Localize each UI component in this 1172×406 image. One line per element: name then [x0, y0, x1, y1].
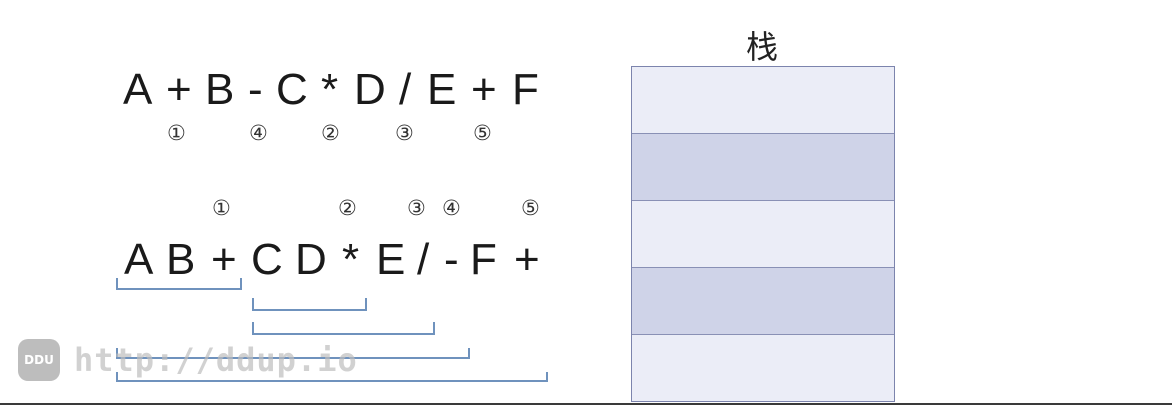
watermark: DDU http://ddup.io	[18, 338, 358, 382]
postfix-token: *	[342, 235, 360, 284]
postfix-order-mark: ⑤	[521, 196, 540, 220]
infix-token: *	[321, 65, 339, 114]
infix-token: +	[166, 65, 192, 114]
postfix-token: +	[514, 235, 540, 284]
infix-expression: A + B - C * D / E + F	[0, 68, 600, 114]
postfix-token: /	[417, 235, 430, 284]
watermark-url: http://ddup.io	[74, 341, 358, 379]
postfix-token: C	[251, 235, 283, 284]
stack-slot	[632, 67, 894, 134]
infix-order-mark: ①	[167, 121, 186, 145]
infix-token: -	[248, 65, 263, 114]
bottom-divider	[0, 403, 1172, 405]
stack-slot	[632, 268, 894, 335]
infix-token: E	[427, 65, 457, 114]
bracket-group-5	[116, 372, 548, 382]
stack-title: 栈	[746, 28, 779, 66]
postfix-expression: A B + C D * E / - F +	[0, 238, 600, 284]
stack-slot	[632, 134, 894, 201]
infix-token: F	[512, 65, 539, 114]
infix-token: /	[399, 65, 412, 114]
bracket-group-4	[116, 348, 470, 359]
infix-token: +	[471, 65, 497, 114]
postfix-order-mark: ③	[407, 196, 426, 220]
grouping-brackets	[116, 278, 548, 382]
ddu-logo-icon: DDU	[18, 339, 60, 381]
postfix-token: A	[124, 235, 154, 284]
postfix-order-mark: ④	[442, 196, 461, 220]
stack-slot	[632, 201, 894, 268]
postfix-token: +	[211, 235, 237, 284]
bracket-group-3	[252, 322, 435, 335]
postfix-token: D	[295, 235, 327, 284]
infix-token: A	[123, 65, 153, 114]
infix-order-mark: ⑤	[473, 121, 492, 145]
stack-slot	[632, 335, 894, 401]
bracket-group-1	[116, 278, 242, 290]
bracket-group-2	[252, 298, 367, 311]
infix-order-mark: ②	[321, 121, 340, 145]
infix-token: B	[205, 65, 235, 114]
infix-token: C	[276, 65, 308, 114]
postfix-token: B	[166, 235, 196, 284]
postfix-token: E	[376, 235, 406, 284]
infix-order-mark: ③	[395, 121, 414, 145]
postfix-token: -	[444, 235, 459, 284]
stack	[631, 66, 895, 402]
postfix-order-mark: ①	[212, 196, 231, 220]
infix-token: D	[354, 65, 386, 114]
infix-order-mark: ④	[249, 121, 268, 145]
postfix-order-mark: ②	[338, 196, 357, 220]
postfix-token: F	[470, 235, 497, 284]
